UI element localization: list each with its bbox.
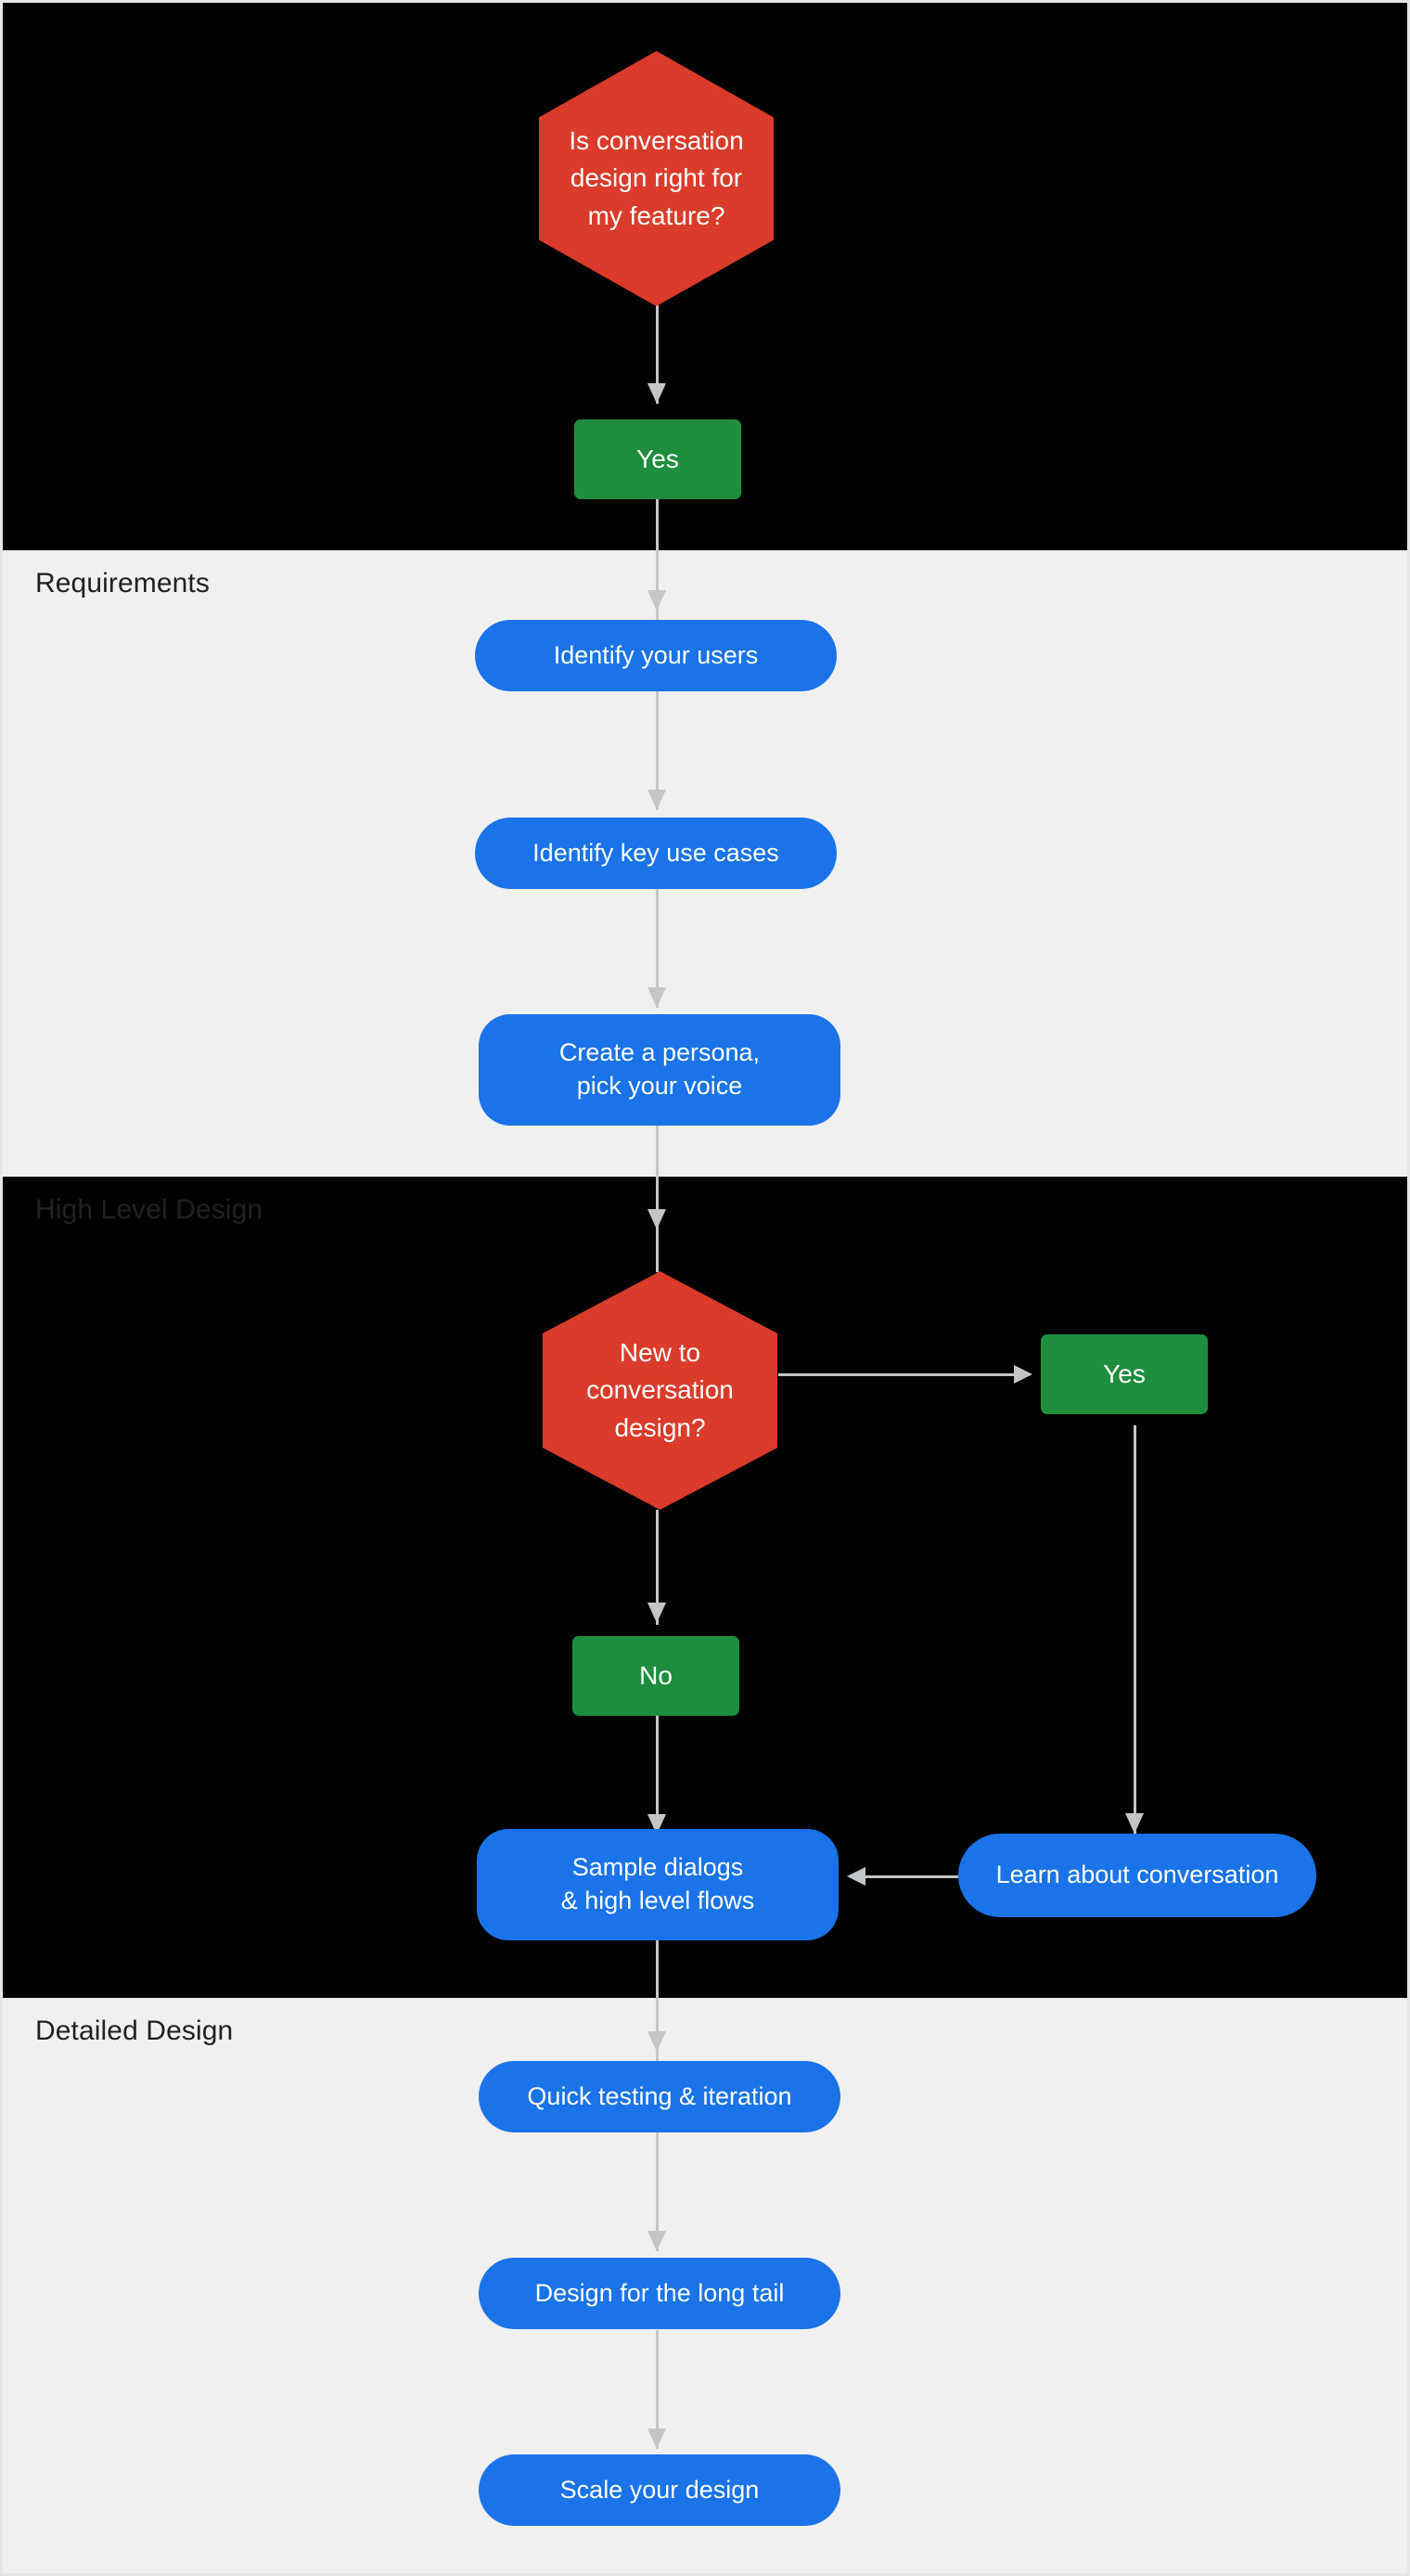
- step-create-persona-line-2: pick your voice: [576, 1072, 743, 1100]
- connector-yes1-to-identify-users: [656, 499, 659, 620]
- decision-2-line-3: design?: [614, 1412, 706, 1442]
- arrowhead-to-yes2: [1014, 1365, 1032, 1384]
- connector-decision2-to-no2: [656, 1510, 659, 1625]
- connector-sample-dialogs-to-quick-testing: [656, 1940, 659, 2061]
- decision-1-line-1: Is conversation: [569, 126, 744, 156]
- step-identify-key-use-cases[interactable]: Identify key use cases: [475, 818, 837, 889]
- answer-yes-new-to-design[interactable]: Yes: [1041, 1334, 1208, 1414]
- connector-decision1-to-yes1: [656, 305, 659, 404]
- arrowhead-to-identify-users: [647, 590, 666, 611]
- connector-quick-testing-to-long-tail: [656, 2132, 659, 2251]
- connector-identify-users-to-use-cases: [656, 691, 659, 810]
- step-design-for-long-tail-label: Design for the long tail: [534, 2278, 785, 2307]
- step-learn-about-conversation[interactable]: Learn about conversation: [958, 1834, 1316, 1917]
- arrowhead-to-learn: [1125, 1813, 1144, 1834]
- arrowhead-to-use-cases: [647, 790, 666, 810]
- arrowhead-to-yes1: [647, 383, 666, 404]
- decision-1-line-2: design right for: [570, 163, 743, 193]
- step-create-persona-pick-voice[interactable]: Create a persona, pick your voice: [479, 1014, 840, 1126]
- answer-yes-feature[interactable]: Yes: [574, 419, 741, 499]
- decision-2-line-1: New to: [619, 1338, 701, 1368]
- step-sample-dialogs-line-1: Sample dialogs: [571, 1853, 744, 1882]
- step-design-for-long-tail[interactable]: Design for the long tail: [479, 2258, 840, 2329]
- connector-learn-to-sample-dialogs: [865, 1875, 958, 1878]
- arrowhead-to-long-tail: [647, 2231, 666, 2251]
- connector-long-tail-to-scale: [656, 2330, 659, 2449]
- arrowhead-to-persona: [647, 987, 666, 1008]
- step-quick-testing-iteration[interactable]: Quick testing & iteration: [479, 2061, 840, 2132]
- step-identify-your-users[interactable]: Identify your users: [475, 620, 837, 691]
- step-identify-your-users-label: Identify your users: [553, 640, 759, 669]
- arrowhead-to-scale: [647, 2428, 666, 2449]
- answer-no-new-to-design[interactable]: No: [572, 1636, 739, 1716]
- step-sample-dialogs-line-2: & high level flows: [560, 1887, 755, 1914]
- arrowhead-to-sample-dialogs-left: [847, 1867, 865, 1886]
- answer-yes-new-to-design-label: Yes: [1103, 1359, 1146, 1388]
- step-scale-your-design[interactable]: Scale your design: [479, 2454, 840, 2526]
- step-create-persona-line-1: Create a persona,: [558, 1038, 761, 1067]
- answer-yes-feature-label: Yes: [636, 444, 679, 473]
- answer-no-new-to-design-label: No: [639, 1661, 673, 1690]
- arrowhead-to-no2: [647, 1603, 666, 1623]
- decision-2-line-2: conversation: [586, 1375, 734, 1405]
- step-learn-about-conversation-label: Learn about conversation: [995, 1861, 1279, 1889]
- arrowhead-to-decision2: [647, 1209, 666, 1230]
- step-quick-testing-iteration-label: Quick testing & iteration: [527, 2081, 792, 2110]
- step-sample-dialogs-high-level-flows[interactable]: Sample dialogs & high level flows: [477, 1829, 839, 1940]
- arrowhead-to-quick-testing: [647, 2031, 666, 2052]
- connector-no2-to-sample-dialogs: [656, 1716, 659, 1835]
- step-identify-key-use-cases-label: Identify key use cases: [532, 838, 779, 867]
- connector-use-cases-to-persona: [656, 889, 659, 1008]
- connector-yes2-to-learn: [1134, 1425, 1136, 1834]
- connector-persona-to-decision2: [656, 1126, 659, 1272]
- decision-1-line-3: my feature?: [587, 200, 725, 230]
- connector-decision2-to-yes2: [778, 1373, 1027, 1376]
- step-scale-your-design-label: Scale your design: [559, 2475, 760, 2504]
